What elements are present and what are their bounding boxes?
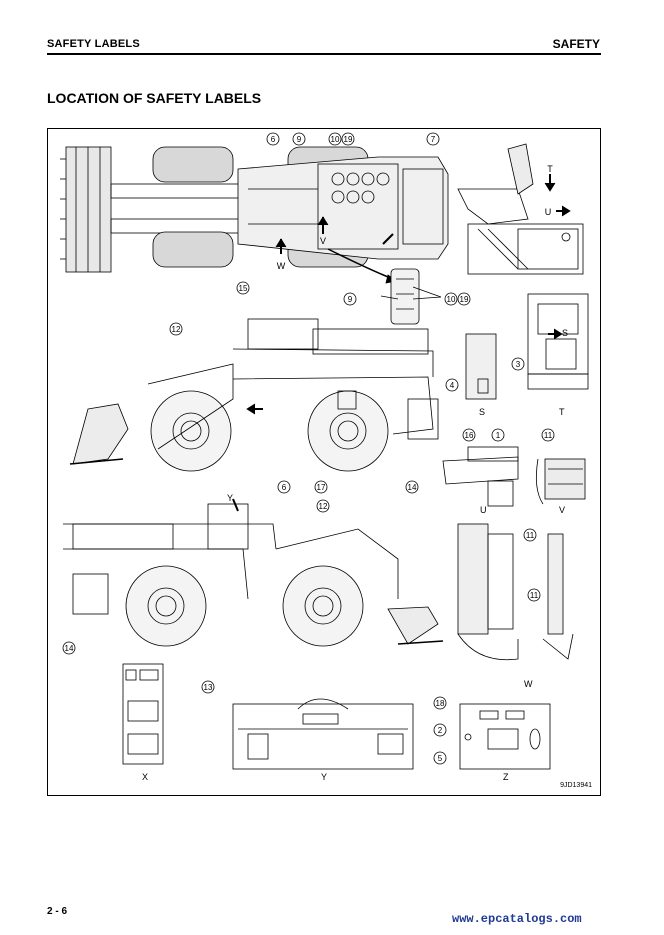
view-label-v: V [559, 505, 566, 515]
svg-text:4: 4 [450, 381, 455, 390]
svg-text:11: 11 [544, 431, 553, 440]
side-view-right-drawing [63, 498, 444, 647]
svg-text:11: 11 [530, 591, 539, 600]
figure-id: 9JD13941 [560, 782, 592, 789]
top-view-drawing [60, 146, 449, 284]
svg-text:17: 17 [317, 483, 326, 492]
svg-text:2: 2 [438, 726, 443, 735]
svg-text:19: 19 [460, 295, 469, 304]
header-section-left: SAFETY LABELS [47, 38, 140, 50]
svg-text:W: W [277, 261, 286, 271]
view-label-s: S [479, 407, 486, 417]
svg-text:T: T [547, 164, 553, 174]
view-label-z: Z [503, 772, 509, 782]
svg-text:6: 6 [271, 135, 276, 144]
view-label-t: T [559, 407, 565, 417]
svg-text:V: V [320, 236, 326, 246]
svg-text:12: 12 [319, 502, 328, 511]
panel-inset-drawing [380, 268, 442, 325]
svg-text:7: 7 [431, 135, 436, 144]
svg-text:1: 1 [496, 431, 501, 440]
watermark-link[interactable]: www.epcatalogs.com [452, 912, 582, 926]
view-label-u: U [480, 505, 487, 515]
u-v-views-drawing [442, 446, 586, 507]
svg-text:10: 10 [331, 135, 340, 144]
svg-text:Y: Y [227, 493, 233, 503]
svg-text:19: 19 [344, 135, 353, 144]
x-view-drawing [122, 663, 164, 765]
callout-balloons [62, 132, 555, 765]
svg-text:9: 9 [348, 295, 353, 304]
view-label-y: Y [321, 772, 328, 782]
header-section-right: SAFETY [552, 37, 600, 51]
z-view-drawing [459, 703, 551, 770]
svg-text:9: 9 [297, 135, 302, 144]
w-view-drawing [457, 523, 574, 661]
svg-text:10: 10 [447, 295, 456, 304]
svg-text:S: S [562, 328, 568, 338]
y-view-drawing [232, 698, 414, 770]
view-label-x: X [142, 772, 149, 782]
svg-text:3: 3 [516, 360, 521, 369]
svg-text:14: 14 [65, 644, 74, 653]
side-view-left-drawing [69, 318, 439, 472]
page-number: 2 - 6 [47, 906, 68, 917]
seat-view-drawing [457, 143, 584, 275]
svg-text:16: 16 [465, 431, 474, 440]
svg-text:14: 14 [408, 483, 417, 492]
svg-text:12: 12 [172, 325, 181, 334]
svg-text:15: 15 [239, 284, 248, 293]
header-rule [47, 53, 601, 55]
page-title: LOCATION OF SAFETY LABELS [47, 90, 262, 106]
svg-text:13: 13 [204, 683, 213, 692]
svg-text:U: U [545, 207, 552, 217]
s-t-views-drawing [465, 293, 589, 400]
svg-text:18: 18 [436, 699, 445, 708]
svg-text:11: 11 [526, 531, 535, 540]
svg-text:6: 6 [282, 483, 287, 492]
svg-text:5: 5 [438, 754, 443, 763]
view-label-w: W [524, 679, 533, 689]
arrow-letters: T U S V W Y [227, 164, 568, 503]
